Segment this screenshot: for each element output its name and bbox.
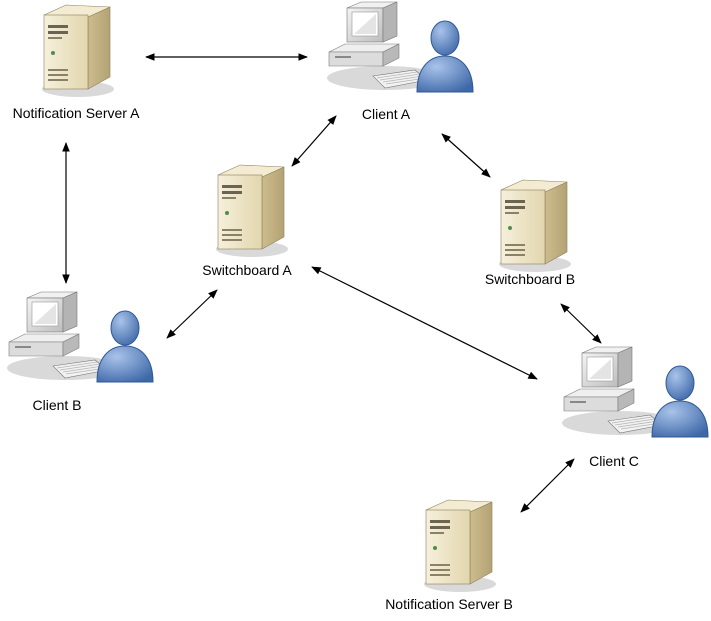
connection-cl-a-sb-b bbox=[441, 133, 491, 178]
connection-sb-a-cl-b bbox=[166, 289, 218, 339]
label-notification-server-a: Notification Server A bbox=[12, 105, 140, 121]
ns-b-server-icon bbox=[424, 499, 496, 592]
connections-layer bbox=[62, 53, 602, 513]
connection-sb-a-cl-c bbox=[311, 266, 538, 380]
sb-b-server-icon bbox=[499, 179, 571, 272]
label-notification-server-b: Notification Server B bbox=[385, 596, 513, 612]
cl-c-client-icon bbox=[562, 346, 709, 438]
nodes-layer bbox=[7, 1, 709, 592]
label-client-b: Client B bbox=[32, 397, 82, 413]
label-switchboard-a: Switchboard A bbox=[202, 262, 292, 278]
connection-cl-a-sb-a bbox=[291, 115, 337, 167]
label-client-c: Client C bbox=[589, 453, 639, 469]
ns-a-server-icon bbox=[42, 4, 114, 97]
connection-sb-b-cl-c bbox=[560, 303, 602, 344]
label-switchboard-b: Switchboard B bbox=[484, 271, 576, 287]
cl-b-client-icon bbox=[7, 291, 154, 383]
connection-ns-b-cl-c bbox=[520, 458, 575, 513]
sb-a-server-icon bbox=[216, 164, 288, 257]
label-client-a: Client A bbox=[361, 106, 411, 122]
cl-a-client-icon bbox=[327, 1, 474, 93]
